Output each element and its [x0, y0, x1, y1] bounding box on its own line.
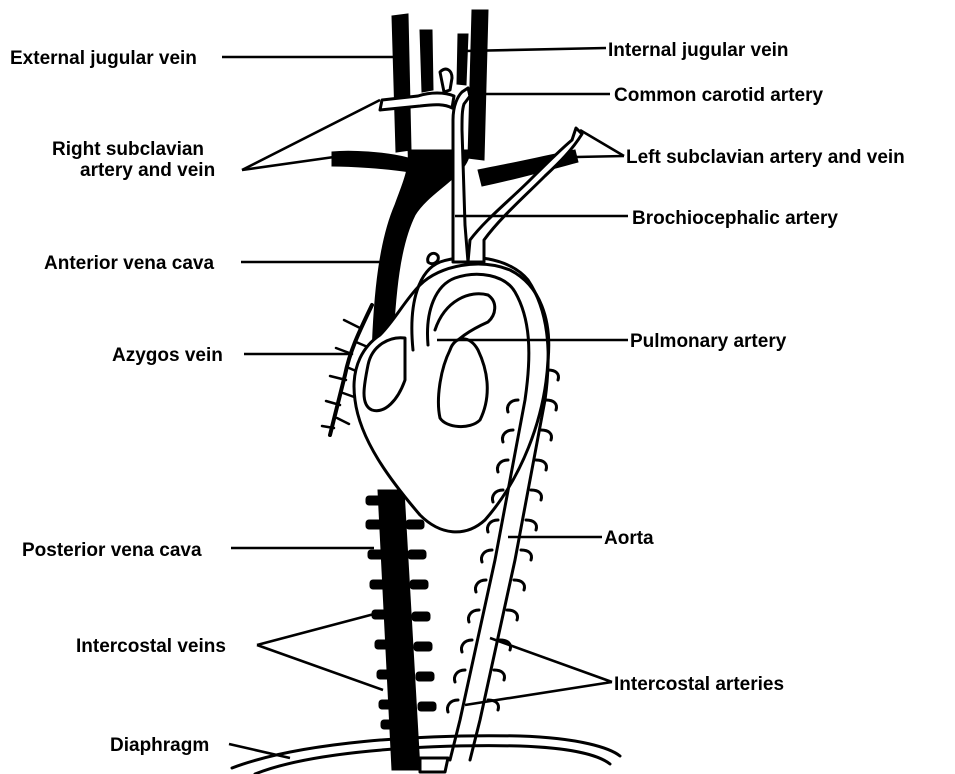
- label-internal-jugular-vein: Internal jugular vein: [608, 40, 789, 61]
- jugular-veins: [392, 10, 488, 160]
- label-common-carotid-artery: Common carotid artery: [614, 85, 823, 106]
- label-right-subclavian-line1: Right subclavian: [52, 139, 204, 160]
- label-left-subclavian: Left subclavian artery and vein: [626, 147, 905, 168]
- label-anterior-vena-cava: Anterior vena cava: [44, 253, 214, 274]
- label-intercostal-veins: Intercostal veins: [76, 636, 226, 657]
- label-external-jugular-vein: External jugular vein: [10, 48, 197, 69]
- right-subclavian-vein: [332, 151, 410, 172]
- vessel-opening: [428, 253, 439, 263]
- posterior-vena-cava-shape: [366, 490, 436, 770]
- label-azygos-vein: Azygos vein: [112, 345, 223, 366]
- label-aorta: Aorta: [604, 528, 654, 549]
- label-intercostal-arteries: Intercostal arteries: [614, 674, 784, 695]
- anatomy-drawing: [232, 10, 620, 774]
- label-pulmonary-artery: Pulmonary artery: [630, 331, 787, 352]
- label-diaphragm: Diaphragm: [110, 735, 209, 756]
- label-posterior-vena-cava: Posterior vena cava: [22, 540, 202, 561]
- label-brachiocephalic-artery: Brochiocephalic artery: [632, 208, 838, 229]
- label-right-subclavian-line2: artery and vein: [80, 160, 215, 181]
